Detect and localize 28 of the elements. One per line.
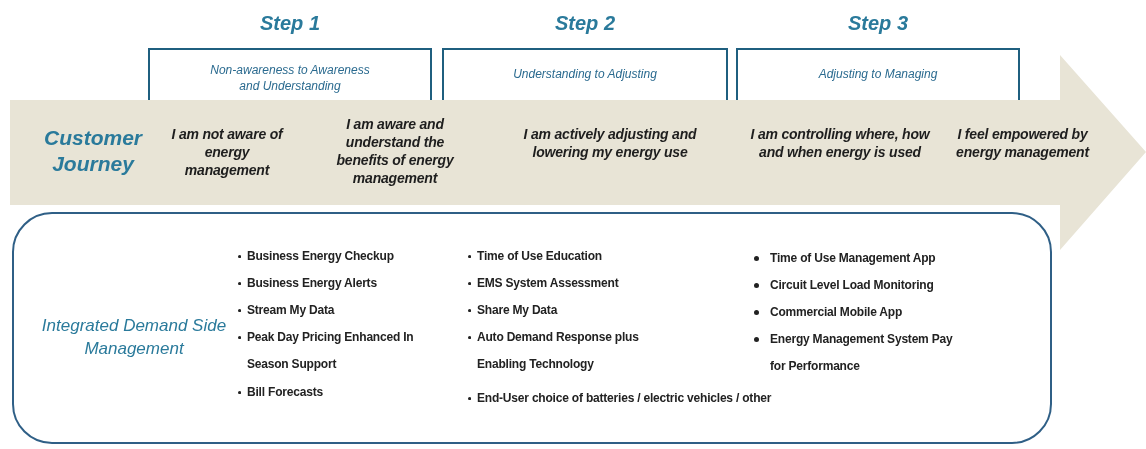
journey-statement: I am not aware of energy management [170,125,284,179]
bullet-item: Business Energy Alerts [247,275,378,292]
bullet-item: Business Energy Checkup [247,248,395,265]
bullet-item: Share My Data [477,302,559,319]
bullet-item: Stream My Data [247,302,336,319]
bullet-item: Time of Use Education [477,248,603,265]
journey-statement: I am actively adjusting and lowering my energy use [522,125,698,161]
journey-statement: I feel empowered by energy management [955,125,1091,161]
bullet-item: End-User choice of batteries / electric vehicles / other [477,390,773,407]
journey-statement: I am aware and understand the benefits of energy management [335,115,455,187]
bullet-item: Circuit Level Load Monitoring [770,277,935,294]
bullet-item: EMS System Assessment [477,275,620,292]
step-heading: Step 1 [259,12,321,35]
bullet-item: Time of Use Management App [770,250,937,267]
bullet-item: Commercial Mobile App [770,304,904,321]
bullet-item: Bill Forecasts [247,384,324,401]
bullet-item: Auto Demand Response plus Enabling Technology [477,329,640,373]
journey-title: Customer Journey [43,125,144,177]
bullet-item: Energy Management System Pay for Performance [770,331,954,375]
bullet-item: Peak Day Pricing Enhanced In Season Support [247,329,415,373]
step-heading: Step 2 [554,12,616,35]
journey-statement: I am controlling where, how and when energy is used [749,125,932,161]
panel-heading: Integrated Demand Side Management [40,315,228,360]
step-description: Non-awareness to Awareness and Understanding [209,62,371,94]
step-heading: Step 3 [847,12,909,35]
rounded-panel [12,212,1052,444]
step-description: Understanding to Adjusting [512,66,658,82]
step-description: Adjusting to Managing [817,66,939,82]
